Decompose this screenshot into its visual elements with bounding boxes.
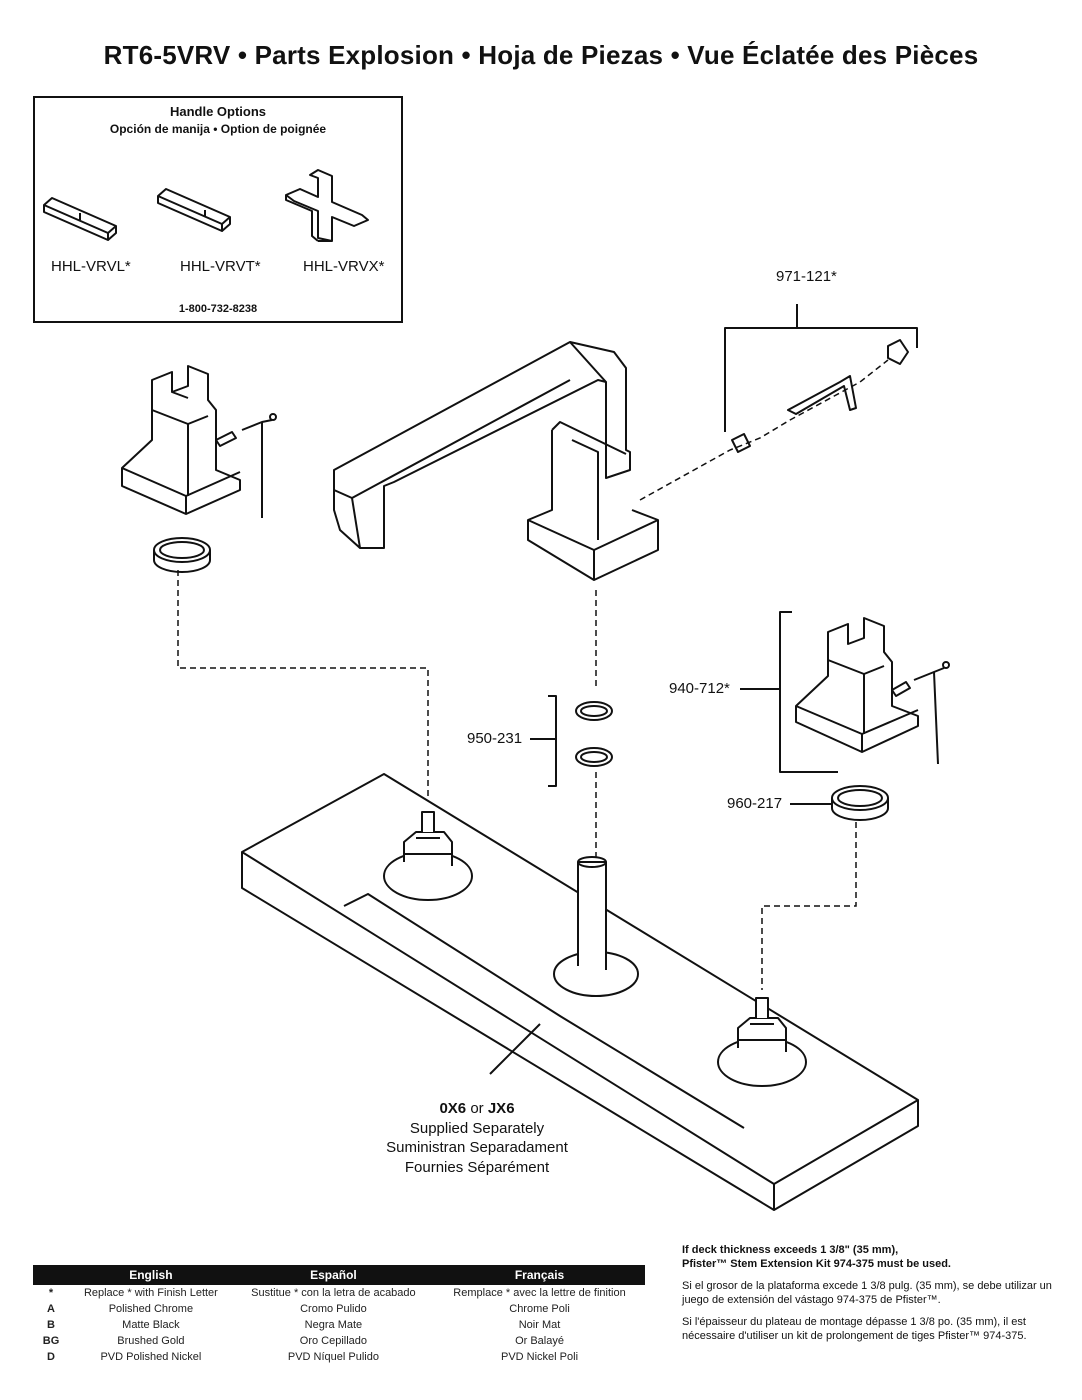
table-row: * Replace * with Finish Letter Sustitue … xyxy=(48,1287,626,1299)
spout-shank xyxy=(553,856,639,997)
cross-handle-icon-vrvx xyxy=(285,169,369,242)
kit-hex-nut xyxy=(887,339,909,365)
supplied-es: Suministran Separadament xyxy=(386,1139,568,1156)
callout-971-121: 971-121* xyxy=(776,268,837,285)
right-ring-adapter xyxy=(790,785,889,821)
callout-940-712: 940-712* xyxy=(669,680,730,697)
table-row: B Matte Black Negra Mate Noir Mat xyxy=(47,1319,561,1331)
right-handle-bracket xyxy=(740,611,838,773)
handle-options-subheading: Opción de manija • Option de poignée xyxy=(109,122,327,136)
kit-allen-wrench xyxy=(787,375,857,415)
callout-950-231: 950-231 xyxy=(467,730,523,747)
note-english: If deck thickness exceeds 1 3/8" (35 mm)… xyxy=(682,1244,951,1270)
handle-option-label-vrvl: HHL-VRVL* xyxy=(51,258,131,275)
lever-handle-icon-vrvl xyxy=(43,197,117,241)
kit-bracket xyxy=(724,304,918,432)
finish-table-header: English Español Français xyxy=(33,1265,645,1285)
deck-leader-line xyxy=(489,1023,541,1075)
left-handle xyxy=(121,365,241,515)
left-set-screw-and-allen-wrench xyxy=(215,413,277,518)
assembly-dashed-lines xyxy=(177,359,889,990)
callout-960-217: 960-217 xyxy=(727,795,783,812)
lever-handle-icon-vrvt xyxy=(157,188,231,232)
supplied-separately-note: 0X6 or JX6 Supplied Separately Suministr… xyxy=(352,1099,602,1177)
spout xyxy=(333,341,659,581)
header-francais: Français xyxy=(434,1265,645,1285)
table-row: D PVD Polished Nickel PVD Níquel Pulido … xyxy=(47,1351,579,1363)
right-set-screw-and-allen-wrench xyxy=(891,661,950,765)
note-french: Si l'épaisseur du plateau de montage dép… xyxy=(682,1316,1027,1342)
header-english: English xyxy=(69,1265,233,1285)
supplied-fr: Fournies Séparément xyxy=(404,1158,550,1176)
support-phone: 1-800-732-8238 xyxy=(178,303,258,315)
handle-option-label-vrvx: HHL-VRVX* xyxy=(303,258,385,275)
kit-set-screw xyxy=(731,433,751,453)
left-ring-adapter xyxy=(153,537,211,573)
handle-options-box: Handle Options Opción de manija • Option… xyxy=(33,96,403,323)
handle-option-label-vrvt: HHL-VRVT* xyxy=(180,258,261,275)
note-spanish: Si el grosor de la plataforma excede 1 3… xyxy=(682,1280,1052,1306)
header-espanol: Español xyxy=(232,1265,435,1285)
handle-options-heading: Handle Options xyxy=(169,104,267,119)
right-valve-cartridge xyxy=(717,997,807,1087)
finish-table: English Español Français * Replace * wit… xyxy=(33,1265,645,1365)
table-row: A Polished Chrome Cromo Pulido Chrome Po… xyxy=(47,1303,570,1315)
right-handle xyxy=(795,617,919,753)
supplied-models: 0X6 or JX6 xyxy=(439,1100,515,1117)
left-valve-cartridge xyxy=(383,811,473,901)
supplied-en: Supplied Separately xyxy=(409,1119,545,1137)
deck-thickness-notes: If deck thickness exceeds 1 3/8" (35 mm)… xyxy=(682,1243,1062,1351)
o-rings xyxy=(530,695,613,787)
table-row: BG Brushed Gold Oro Cepillado Or Balayé xyxy=(42,1335,564,1347)
page-title: RT6-5VRV • Parts Explosion • Hoja de Pie… xyxy=(103,40,979,70)
